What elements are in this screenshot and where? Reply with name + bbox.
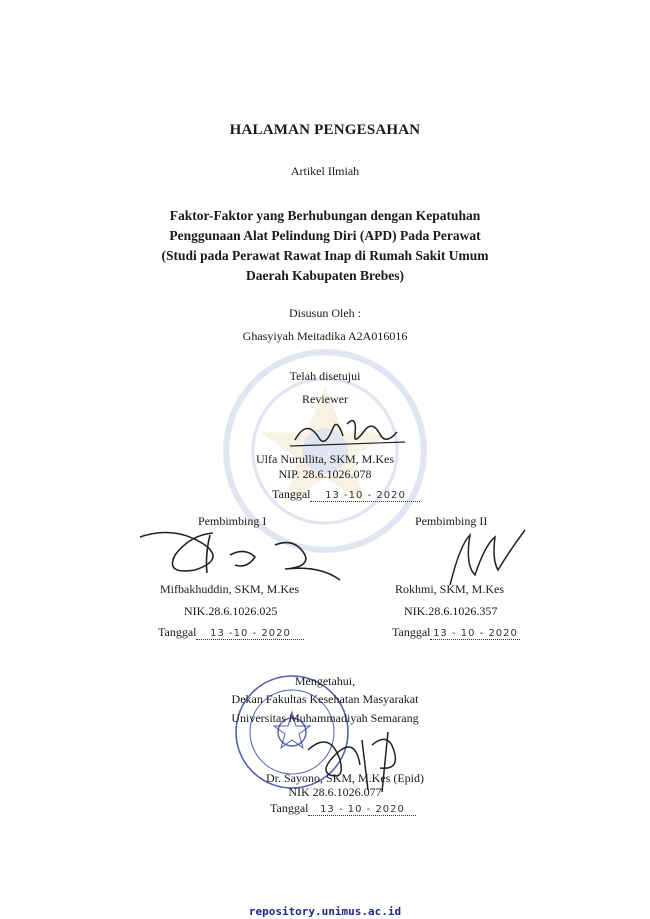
repository-footer: repository.unimus.ac.id xyxy=(248,905,402,918)
advisor2-signature xyxy=(449,529,526,586)
reviewer-date-label: Tanggal xyxy=(272,487,311,501)
dean-signature xyxy=(307,731,397,793)
advisor1-id: NIK.28.6.1026.025 xyxy=(184,604,278,618)
advisor1-signature xyxy=(139,531,341,581)
approved-label: Telah disetujui xyxy=(289,369,361,383)
reviewer-id: NIP. 28.6.1026.078 xyxy=(278,467,372,481)
official-stamp xyxy=(235,675,349,789)
dean-id: NIK 28.6.1026.077 xyxy=(288,785,382,799)
advisor1-date-label: Tanggal xyxy=(158,625,197,639)
article-title-line-3: (Studi pada Perawat Rawat Inap di Rumah … xyxy=(161,248,489,263)
article-title-line-2: Penggunaan Alat Pelindung Diri (APD) Pad… xyxy=(169,228,481,243)
university-watermark-logo xyxy=(223,349,427,553)
dean-name: Dr. Sayono, SKM, M.Kes (Epid) xyxy=(266,771,424,785)
reviewer-name: Ulfa Nurullita, SKM, M.Kes xyxy=(256,452,394,466)
advisor1-date: 13 -10 - 2020 xyxy=(196,628,305,640)
author-name: Ghasyiyah Meitadika A2A016016 xyxy=(242,329,408,343)
reviewer-date: 13 -10 - 2020 xyxy=(310,490,421,502)
advisor2-name: Rokhmi, SKM, M.Kes xyxy=(395,582,505,596)
page-heading: HALAMAN PENGESAHAN xyxy=(229,122,421,138)
advisor2-date-label: Tanggal xyxy=(392,625,431,639)
advisor2-id: NIK.28.6.1026.357 xyxy=(404,604,498,618)
article-title-line-1: Faktor-Faktor yang Berhubungan dengan Ke… xyxy=(169,208,481,223)
advisor1-name: Mifbakhuddin, SKM, M.Kes xyxy=(160,582,300,596)
dean-title: Dekan Fakultas Kesehatan Masyarakat xyxy=(231,692,419,706)
compiled-by-label: Disusun Oleh : xyxy=(289,306,361,320)
university-name: Universitas Muhammadiyah Semarang xyxy=(231,711,419,725)
document-type: Artikel Ilmiah xyxy=(290,164,360,178)
reviewer-signature xyxy=(289,419,406,447)
article-title-line-4: Daerah Kabupaten Brebes) xyxy=(245,268,404,283)
advisor2-role: Pembimbing II xyxy=(415,514,488,528)
advisor1-role: Pembimbing I xyxy=(198,514,267,528)
reviewer-role: Reviewer xyxy=(302,392,348,406)
dean-date: 13 - 10 - 2020 xyxy=(308,804,417,816)
advisor2-date: 13 - 10 - 2020 xyxy=(430,628,521,640)
dean-date-label: Tanggal xyxy=(270,801,309,815)
known-label: Mengetahui, xyxy=(294,674,356,688)
